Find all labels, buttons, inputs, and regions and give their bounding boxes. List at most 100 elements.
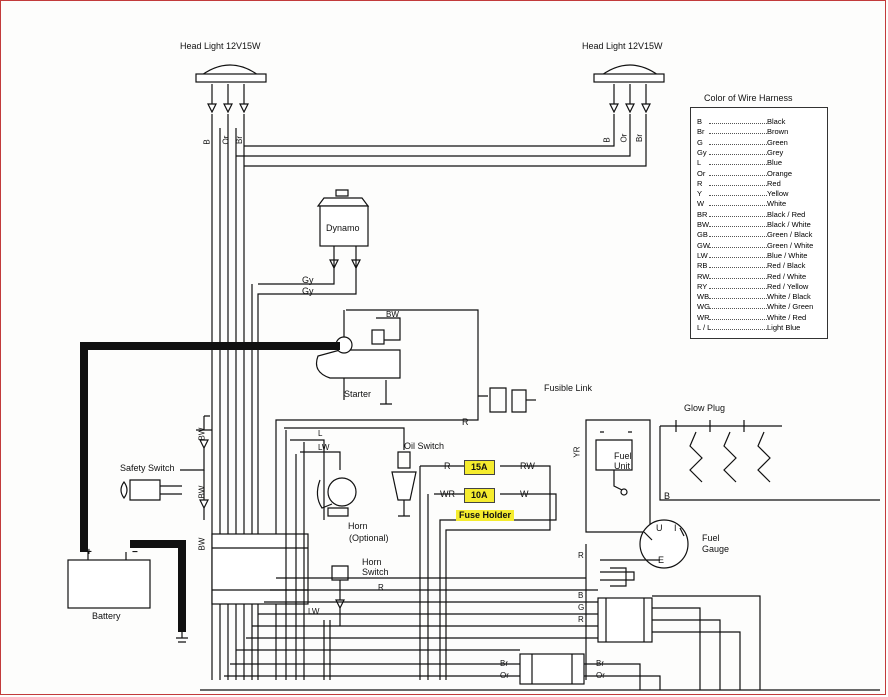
wire-gy-2: Gy [302, 286, 314, 296]
legend-dots [709, 133, 767, 135]
legend-dots [709, 205, 767, 207]
legend-code: R [697, 178, 703, 188]
legend-color-name: Yellow [767, 189, 789, 199]
legend-code: W [697, 199, 705, 209]
oil-switch [391, 471, 417, 501]
legend-dots [709, 277, 767, 279]
legend-dots [709, 184, 767, 186]
legend-dots [709, 308, 767, 310]
legend-dots [709, 246, 767, 248]
legend-code: L [697, 158, 702, 168]
legend-color-name: Orange [767, 168, 793, 178]
legend-color-name: Brown [767, 127, 789, 137]
gauge-u: U [656, 523, 663, 533]
main-connector [211, 533, 309, 605]
dynamo-body [319, 205, 369, 247]
battery-minus: − [132, 547, 138, 558]
legend-color-name: Green / White [767, 240, 814, 250]
fuse-15a: 15A [464, 460, 495, 475]
legend-code: WB [697, 292, 710, 302]
wire-lw: LW [318, 443, 330, 452]
legend-dots [709, 256, 767, 258]
wire-or-bottom: Or [500, 671, 509, 680]
right-headlight-label: Head Light 12V15W [582, 41, 663, 51]
battery-plus: + [86, 547, 92, 558]
legend-dots [709, 318, 767, 320]
wire-bw-top: BW [386, 310, 399, 319]
legend-code: BW [697, 220, 710, 229]
battery-label: Battery [92, 611, 121, 621]
legend-color-name: White / Green [767, 302, 814, 312]
legend-code: G [697, 137, 703, 147]
legend-code: L / L [697, 323, 712, 332]
starter-motor [315, 349, 401, 379]
wire-r-lower: R [378, 583, 384, 592]
wire-or-right: Or [619, 133, 629, 143]
legend-color-name: Red / White [767, 271, 807, 281]
legend-dots [709, 287, 767, 289]
fuse-10a: 10A [464, 488, 495, 503]
legend-code: BR [697, 209, 708, 219]
gauge-e: E [658, 555, 665, 565]
legend-color-name: White / Black [767, 292, 811, 302]
wire-br-left: Br [235, 136, 244, 144]
legend-color-name: White / Red [767, 312, 807, 322]
wire-r-lower-2: R [578, 615, 584, 624]
horn-body [327, 477, 357, 507]
wire-yr: YR [572, 446, 582, 458]
legend-code: Gy [697, 147, 707, 157]
legend-dots [709, 236, 767, 238]
wire-or-bottom-2: Or [596, 671, 605, 680]
wire-rw-fuse15: RW [520, 461, 535, 471]
legend-color-name: Red / Yellow [767, 281, 809, 291]
legend-dots [709, 298, 767, 300]
fuse-holder-label: Fuse Holder [456, 510, 515, 521]
wire-b-fuel: B [664, 491, 671, 501]
left-headlight-label: Head Light 12V15W [180, 41, 261, 51]
wire-b-left: B [202, 139, 212, 145]
wire-w-fuse10: W [520, 489, 529, 499]
wire-lw-horn: LW [308, 607, 320, 616]
legend-color-name: Red / Black [767, 261, 806, 271]
starter-label: Starter [344, 389, 372, 399]
horn-switch-label-1: Horn [362, 557, 382, 567]
wire-b-lower: B [578, 591, 584, 600]
legend-color-name: Light Blue [767, 323, 801, 332]
legend-code: LW [697, 250, 708, 260]
oil-switch-label: Oil Switch [404, 441, 445, 451]
gauge-i: I [674, 523, 677, 533]
legend-dots [709, 329, 767, 330]
horn-optional-label: (Optional) [349, 533, 389, 543]
wire-g-lower: G [578, 603, 585, 612]
fuel-unit-label-2: Unit [614, 461, 631, 471]
legend-code: RB [697, 261, 708, 271]
legend-color-name: Grey [767, 147, 784, 157]
legend-dots [709, 174, 767, 176]
legend-dots [709, 164, 767, 166]
legend-code: B [697, 117, 703, 126]
wire-gy-1: Gy [302, 275, 314, 285]
legend-color-name: Black [767, 117, 786, 126]
battery-box [67, 559, 151, 609]
wire-l: L [318, 429, 323, 438]
left-headlight-base [195, 73, 267, 83]
legend-dots [709, 215, 767, 217]
wire-bw-battery: BW [197, 537, 207, 551]
legend-code: GW [697, 240, 710, 250]
wire-br-right: Br [635, 134, 644, 142]
fuel-gauge-dial [639, 519, 689, 569]
wire-b-right: B [602, 137, 612, 143]
wire-br-bottom-2: Br [596, 659, 604, 668]
fuel-unit-label-1: Fuel [614, 451, 632, 461]
legend-code: WR [697, 312, 710, 322]
glow-plug-label: Glow Plug [684, 403, 726, 413]
legend-color-name: Red [767, 178, 781, 188]
wire-or-left: Or [221, 135, 231, 145]
wire-br-bottom: Br [500, 659, 508, 668]
legend-color-name: Green [767, 137, 788, 147]
wire-r-fuse15: R [444, 461, 451, 471]
legend-dots [709, 226, 767, 227]
